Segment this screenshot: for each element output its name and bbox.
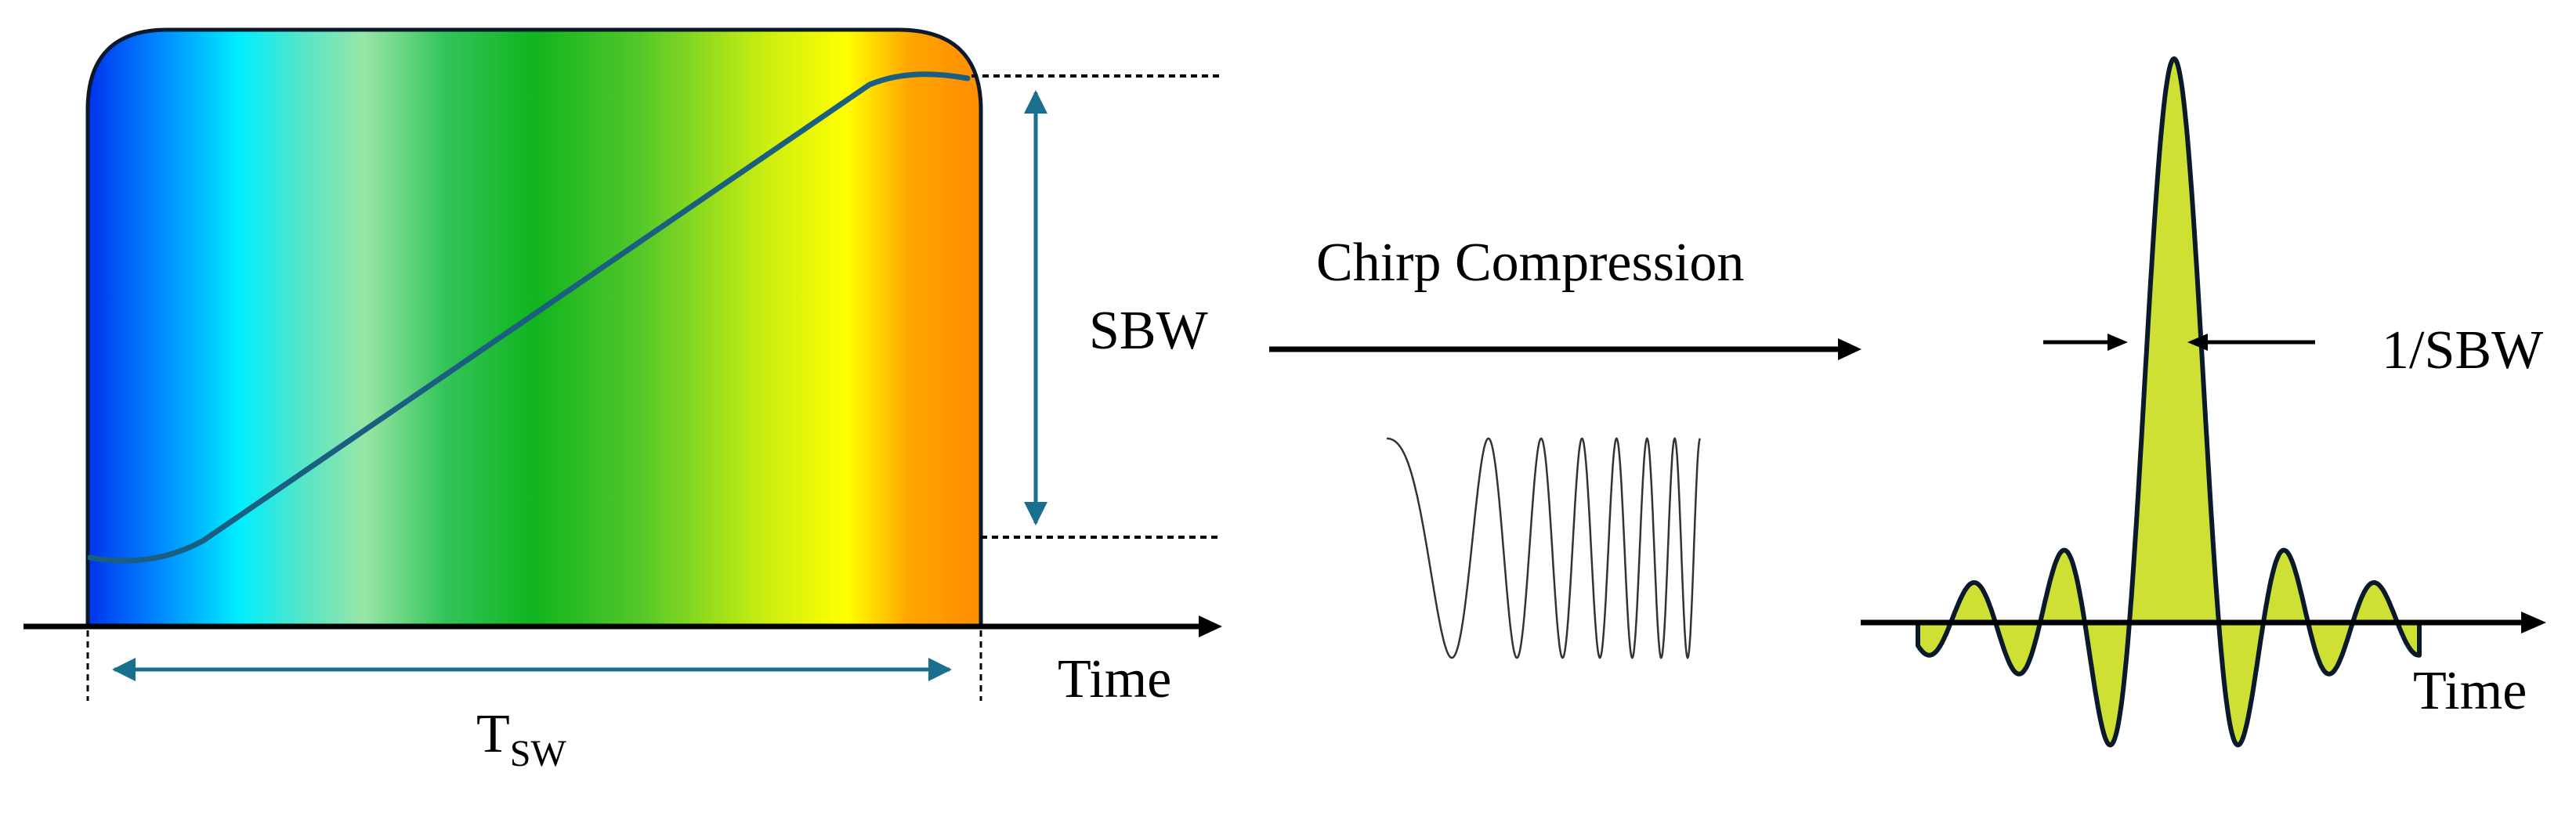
middle-panel: Chirp Compression: [1269, 233, 1861, 659]
sbw-label: SBW: [1089, 301, 1208, 361]
left-panel: SBW Time TSW: [24, 27, 1222, 774]
chirp-compression-title: Chirp Compression: [1316, 233, 1744, 293]
width-left-arrowhead: [2107, 334, 2128, 351]
right-panel: 1/SBW Time: [1861, 56, 2546, 748]
frequency-sweep-line: [87, 71, 971, 564]
tsw-label-subscript: SW: [510, 733, 567, 774]
left-time-axis-arrowhead: [1199, 615, 1222, 637]
right-time-label: Time: [2413, 661, 2527, 721]
inverse-sbw-label: 1/SBW: [2382, 320, 2543, 381]
tsw-label: TSW: [476, 704, 566, 774]
compressed-pulse: [1916, 56, 2422, 748]
spectrum-box: [85, 27, 983, 629]
tsw-label-main: T: [476, 704, 510, 764]
compression-arrowhead: [1838, 338, 1861, 360]
width-right-arrowhead: [2187, 334, 2208, 351]
chirp-waveform-icon: [1387, 437, 1702, 659]
right-time-axis-arrowhead: [2521, 612, 2546, 633]
left-time-label: Time: [1058, 649, 1171, 709]
